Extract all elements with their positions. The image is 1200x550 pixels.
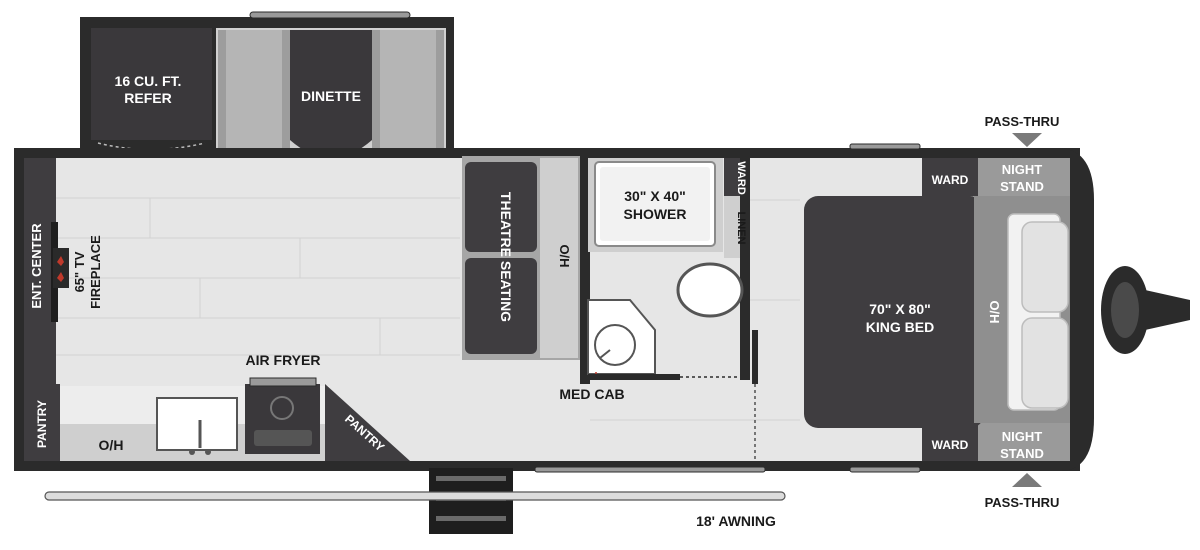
awning-label: 18' AWNING (696, 513, 776, 529)
theatre-seating (462, 156, 580, 360)
awning-bar (44, 491, 786, 501)
bed-oh-label: O/H (987, 300, 1002, 323)
nightstand-top-label-1: NIGHT (1002, 162, 1043, 177)
slide-out (80, 11, 454, 158)
tv-label-1: 65" TV (72, 251, 87, 292)
pass-thru-bottom-arrow (1012, 473, 1042, 487)
ent-center-label: ENT. CENTER (29, 223, 44, 309)
shower-label-2: SHOWER (624, 206, 687, 222)
pantry-left-label: PANTRY (35, 400, 49, 448)
bed-label-2: KING BED (866, 319, 934, 335)
kitchen-counter (24, 377, 410, 461)
nightstand-top-label-2: STAND (1000, 179, 1044, 194)
entertainment-center (24, 158, 69, 384)
dinette-table (290, 30, 372, 158)
ward-vertical-label: WARD (735, 161, 747, 195)
refer-label-2: REFER (124, 90, 171, 106)
ward-top-label: WARD (932, 173, 969, 187)
bed-label-1: 70" X 80" (869, 301, 931, 317)
refrigerator (91, 28, 212, 140)
dinette-label: DINETTE (301, 88, 361, 104)
nightstand-bottom-label-1: NIGHT (1002, 429, 1043, 444)
pass-thru-bottom-label: PASS-THRU (985, 495, 1060, 510)
pass-thru-top-label: PASS-THRU (985, 114, 1060, 129)
bathroom (580, 154, 758, 461)
pass-thru-top-arrow (1012, 133, 1042, 147)
front-hitch (1101, 266, 1190, 354)
refer-label-1: 16 CU. FT. (115, 73, 182, 89)
air-fryer-label: AIR FRYER (246, 352, 321, 368)
theatre-seating-label: THEATRE SEATING (498, 192, 514, 322)
entry-steps (429, 468, 513, 534)
bedroom (804, 133, 1070, 487)
theatre-oh-label: O/H (557, 244, 572, 267)
sink (156, 397, 238, 451)
nightstand-bottom-label-2: STAND (1000, 446, 1044, 461)
kitchen-oh-label: O/H (99, 437, 124, 453)
tv-label-2: FIREPLACE (88, 235, 103, 309)
med-cab-label: MED CAB (559, 386, 624, 402)
linen-label: LINEN (735, 212, 747, 245)
shower-label-1: 30" X 40" (624, 188, 686, 204)
ward-bottom-label: WARD (932, 438, 969, 452)
king-bed (804, 196, 984, 428)
pantry-angled (325, 384, 410, 461)
toilet (676, 262, 744, 318)
